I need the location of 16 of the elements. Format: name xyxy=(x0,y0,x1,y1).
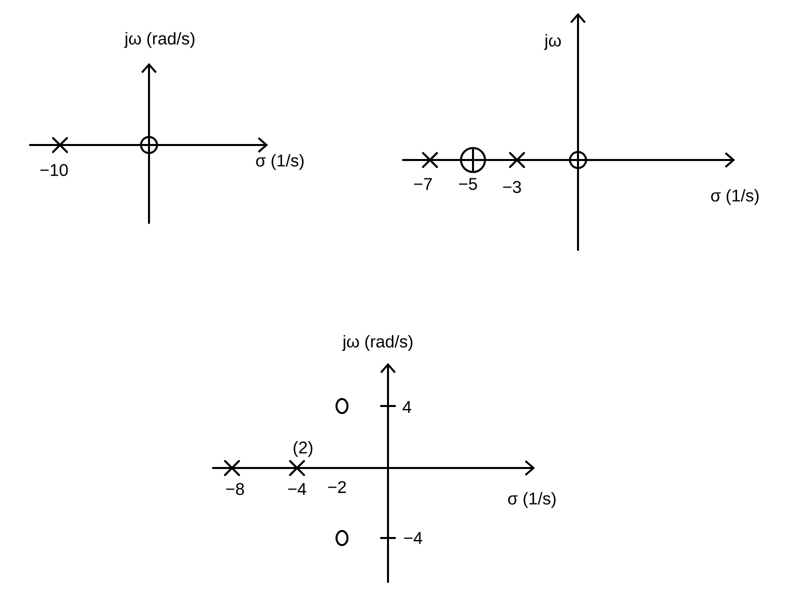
tick-label: −4 xyxy=(404,532,422,544)
axis-label: jω (rad/s) xyxy=(342,335,412,351)
tick-label: −2 xyxy=(328,481,346,493)
axis-label: σ (1/s) xyxy=(711,189,759,205)
tick-label: 4 xyxy=(402,401,412,413)
value-label: −7 xyxy=(414,178,432,190)
axis-label: σ (1/s) xyxy=(256,154,304,170)
multiplicity-label: (2) xyxy=(294,441,312,457)
value-label: −10 xyxy=(40,164,68,176)
value-label: −8 xyxy=(226,482,244,496)
axis-label: σ (1/s) xyxy=(508,492,556,508)
value-label: −3 xyxy=(503,180,521,194)
value-label: −4 xyxy=(288,483,306,495)
value-label: −5 xyxy=(459,178,477,190)
axis-label: jω xyxy=(544,34,561,50)
axis-label: jω (rad/s) xyxy=(124,32,194,48)
